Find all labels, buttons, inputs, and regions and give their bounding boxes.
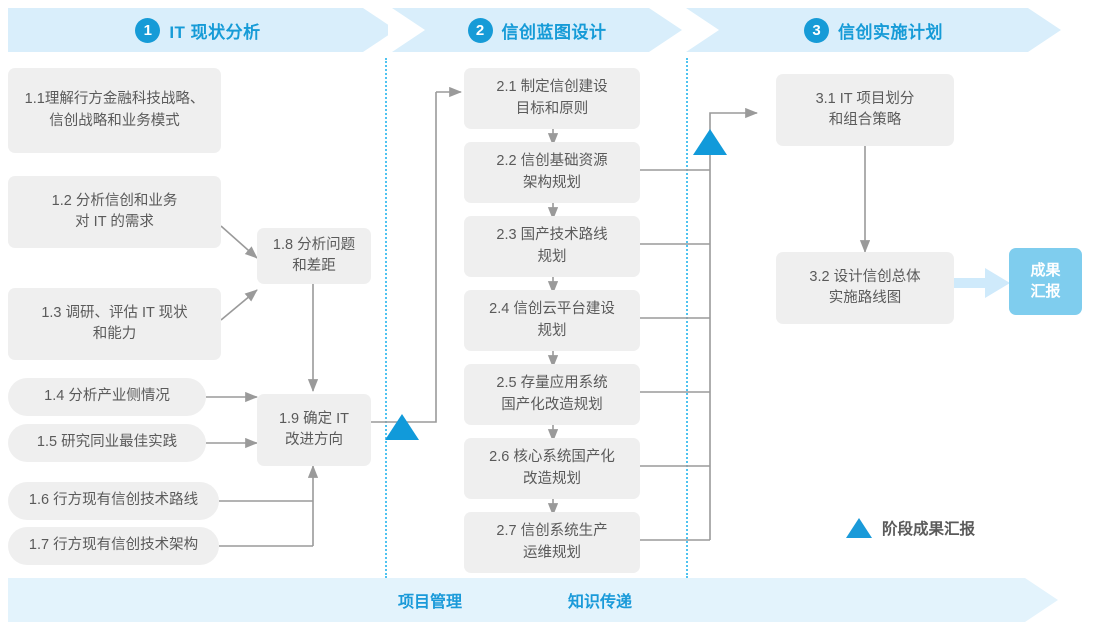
milestone-triangle-icon [846,518,872,538]
task-box-2-2[interactable]: 2.2 信创基础资源 架构规划 [464,142,640,203]
task-box-3-1[interactable]: 3.1 IT 项目划分 和组合策略 [776,74,954,146]
task-box-2-1[interactable]: 2.1 制定信创建设 目标和原则 [464,68,640,129]
task-box-1-8[interactable]: 1.8 分析问题 和差距 [257,228,371,284]
legend: 阶段成果汇报 [846,517,975,539]
task-box-1-3[interactable]: 1.3 调研、评估 IT 现状 和能力 [8,288,221,360]
task-box-2-6[interactable]: 2.6 核心系统国产化 改造规划 [464,438,640,499]
result-badge[interactable]: 成果 汇报 [1009,248,1082,315]
result-arrow-icon [953,268,1010,298]
task-box-1-2[interactable]: 1.2 分析信创和业务 对 IT 的需求 [8,176,221,248]
phase-bar-1 [8,8,388,52]
phase-bar-2 [392,8,682,52]
task-box-1-6[interactable]: 1.6 行方现有信创技术路线 [8,482,219,520]
task-box-1-7[interactable]: 1.7 行方现有信创技术架构 [8,527,219,565]
footer-label-project-management: 项目管理 [398,594,463,611]
footer-label-knowledge-transfer: 知识传递 [568,594,633,611]
task-box-2-3[interactable]: 2.3 国产技术路线 规划 [464,216,640,277]
task-box-3-2[interactable]: 3.2 设计信创总体 实施路线图 [776,252,954,324]
task-box-1-1[interactable]: 1.1理解行方金融科技战略、 信创战略和业务模式 [8,68,221,153]
phase-divider-1 [385,58,387,578]
task-box-1-5[interactable]: 1.5 研究同业最佳实践 [8,424,206,462]
footer-bar [8,578,1058,622]
task-box-1-4[interactable]: 1.4 分析产业侧情况 [8,378,206,416]
milestone-triangle-phase2 [693,129,727,155]
legend-label: 阶段成果汇报 [882,521,976,538]
task-box-2-5[interactable]: 2.5 存量应用系统 国产化改造规划 [464,364,640,425]
task-box-1-9[interactable]: 1.9 确定 IT 改进方向 [257,394,371,466]
task-box-2-7[interactable]: 2.7 信创系统生产 运维规划 [464,512,640,573]
task-box-2-4[interactable]: 2.4 信创云平台建设 规划 [464,290,640,351]
phase-bar-3 [686,8,1061,52]
milestone-triangle-phase1 [385,414,419,440]
